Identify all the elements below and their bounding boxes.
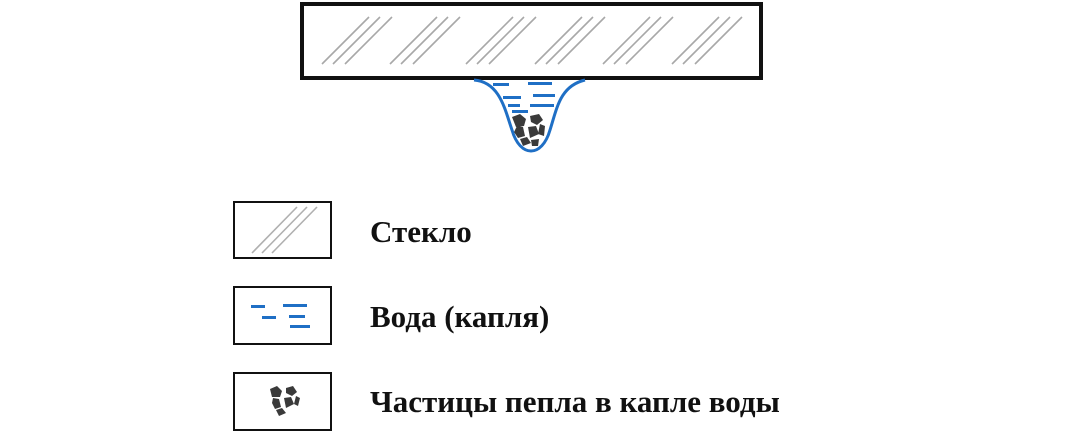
glass-hatching xyxy=(321,16,743,65)
ash-particles xyxy=(512,114,545,146)
legend-ash-swatch xyxy=(233,372,332,431)
water-drop xyxy=(473,78,586,153)
hatch-line xyxy=(400,16,449,65)
hatch-line xyxy=(332,16,381,65)
water-dashes xyxy=(493,82,555,113)
legend-label-glass: Стекло xyxy=(370,214,472,249)
hatch-line xyxy=(694,16,743,65)
hatch-line xyxy=(344,16,393,65)
legend-label-ash: Частицы пепла в капле воды xyxy=(370,384,780,419)
hatch-line xyxy=(625,16,674,65)
hatch-line xyxy=(412,16,461,65)
hatch-line xyxy=(488,16,537,65)
legend-glass-swatch xyxy=(233,201,332,259)
hatch-line xyxy=(389,16,438,65)
hatch-line xyxy=(534,16,583,65)
hatch-line xyxy=(602,16,651,65)
hatch-line xyxy=(557,16,606,65)
hatch-line xyxy=(321,16,370,65)
glass-slide xyxy=(300,2,763,80)
legend-water-swatch xyxy=(233,286,332,345)
legend-label-water: Вода (капля) xyxy=(370,299,550,334)
hatch-line xyxy=(613,16,662,65)
hatch-line xyxy=(671,16,720,65)
hatch-line xyxy=(682,16,731,65)
hatch-line xyxy=(465,16,514,65)
hatch-line xyxy=(545,16,594,65)
hatch-line xyxy=(476,16,525,65)
